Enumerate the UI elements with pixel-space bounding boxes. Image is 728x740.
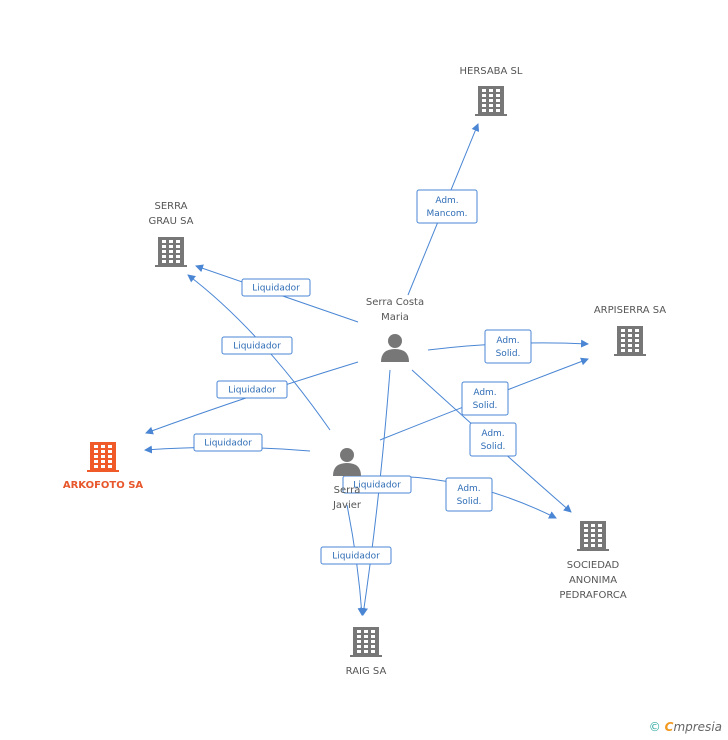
building-icon	[475, 86, 507, 116]
edge-label-serrajavier-to-arpiserra[interactable]: Adm. Solid.	[461, 381, 509, 416]
edge-label-text: Adm.	[481, 429, 504, 439]
node-label: SERRA	[155, 201, 188, 212]
edge-label-serracosta-to-serragrau[interactable]: Liquidador	[241, 278, 311, 297]
edge-label-text: Adm.	[435, 196, 458, 206]
node-label: ARKOFOTO SA	[63, 480, 144, 491]
edge-label-box	[445, 477, 493, 512]
node-label: Serra	[334, 485, 361, 496]
person-icon	[381, 334, 409, 362]
edge-label-serrajavier-to-sociedad[interactable]: Adm. Solid.	[445, 477, 493, 512]
node-label: Serra Costa	[366, 297, 424, 308]
copyright-footer: © Cmpresia	[649, 720, 722, 734]
edge-label-text: Adm.	[496, 336, 519, 346]
edge-label-box	[216, 380, 288, 399]
nodes-layer: HERSABA SL SERRA GRAU SA ARPISERRA SA ARKOFO…	[63, 66, 666, 677]
edge-label-text: Liquidador	[204, 439, 252, 449]
brand-logo[interactable]: Cmpresia	[664, 720, 722, 734]
edge-label-text: Solid.	[481, 442, 506, 452]
copyright-symbol: ©	[648, 720, 661, 734]
edge-label-serracosta-to-hersaba[interactable]: Adm. Mancom.	[416, 189, 478, 224]
edge-label-text: Solid.	[496, 349, 521, 359]
edge-label-box	[469, 422, 517, 457]
edge-label-text: Liquidador	[353, 481, 401, 491]
node-arpiserra[interactable]: ARPISERRA SA	[594, 305, 666, 356]
edge-label-serracosta-to-arpiserra[interactable]: Adm. Solid.	[484, 329, 532, 364]
edges-layer	[144, 123, 589, 616]
edge-label-text: Liquidador	[252, 284, 300, 294]
node-label: ARPISERRA SA	[594, 305, 666, 316]
edge-label-text: Mancom.	[426, 209, 467, 219]
edge-label-text: Liquidador	[233, 342, 281, 352]
node-label: Maria	[381, 312, 409, 323]
edge-label-serrajavier-to-arkofoto[interactable]: Liquidador	[193, 433, 263, 452]
node-label: PEDRAFORCA	[559, 590, 626, 601]
person-icon	[333, 448, 361, 476]
edge-label-box	[241, 278, 311, 297]
edge-label-serracosta-to-arkofoto[interactable]: Liquidador	[216, 380, 288, 399]
edge-label-text: Adm.	[473, 388, 496, 398]
edge-label-serracosta-to-sociedad[interactable]: Adm. Solid.	[469, 422, 517, 457]
edge-label-serrajavier-to-raig[interactable]: Liquidador	[320, 546, 392, 565]
node-label: ANONIMA	[569, 575, 617, 586]
edge-label-box	[461, 381, 509, 416]
node-label: HERSABA SL	[460, 66, 523, 77]
building-icon	[350, 627, 382, 657]
building-icon	[614, 326, 646, 356]
edge-label-text: Solid.	[457, 497, 482, 507]
node-raig[interactable]: RAIG SA	[346, 627, 387, 677]
edge-label-text: Liquidador	[228, 386, 276, 396]
edge-label-serracosta-to-raig[interactable]: Liquidador	[342, 475, 412, 494]
edge-labels-layer: Adm.Mancom.LiquidadorLiquidadorLiquidado…	[193, 189, 532, 565]
building-icon	[87, 442, 119, 472]
edge-label-text: Solid.	[473, 401, 498, 411]
edge-label-box	[416, 189, 478, 224]
node-arkofoto[interactable]: ARKOFOTO SA	[63, 442, 144, 491]
node-hersaba[interactable]: HERSABA SL	[460, 66, 523, 116]
edge-label-text: Adm.	[457, 484, 480, 494]
edge-label-box	[484, 329, 532, 364]
edge-label-box	[320, 546, 392, 565]
edge-label-serrajavier-to-serragrau[interactable]: Liquidador	[221, 336, 293, 355]
node-label: Javier	[332, 500, 362, 511]
edge-label-text: Liquidador	[332, 552, 380, 562]
edge-label-box	[193, 433, 263, 452]
building-icon	[155, 237, 187, 267]
node-sociedad[interactable]: SOCIEDAD ANONIMA PEDRAFORCA	[559, 521, 627, 601]
node-serragrau[interactable]: SERRA GRAU SA	[148, 201, 194, 267]
edge-label-box	[221, 336, 293, 355]
edge-label-box	[342, 475, 412, 494]
node-label: SOCIEDAD	[567, 560, 620, 571]
node-label: RAIG SA	[346, 666, 387, 677]
node-label: GRAU SA	[148, 216, 193, 227]
building-icon	[577, 521, 609, 551]
edge-serracosta-to-raig	[360, 369, 391, 616]
